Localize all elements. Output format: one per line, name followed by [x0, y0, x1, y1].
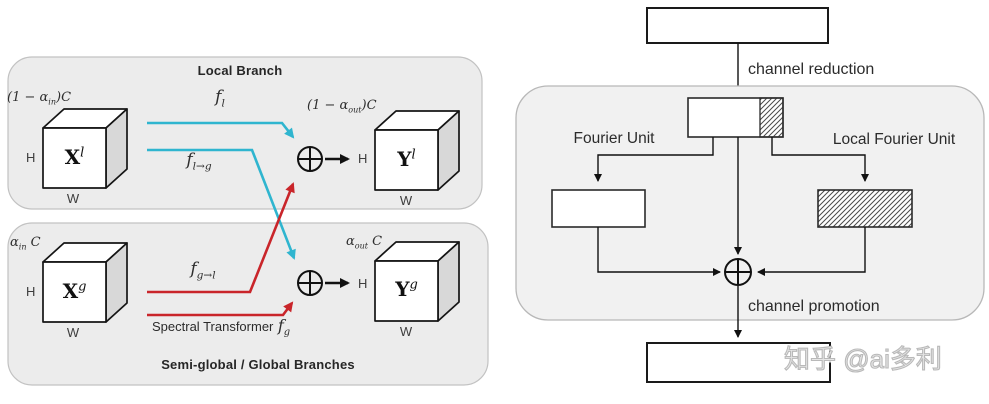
sum-operator-spectral	[724, 258, 752, 286]
local-input-channels-label: (1 − αin)C	[7, 90, 72, 107]
flow-fl-label: fl	[215, 87, 225, 110]
xg-height-label: H	[26, 284, 36, 299]
local-branch-title: Local Branch	[197, 63, 283, 78]
global-input-channels-label: αin C	[10, 235, 41, 252]
global-branch-panel	[7, 222, 489, 386]
local-output-channels-label: (1 − αout)C	[307, 98, 377, 115]
yl-height-label: H	[358, 151, 368, 166]
global-output-channels-label: αout C	[346, 234, 383, 251]
local-fourier-unit-arrow	[771, 137, 869, 182]
flow-global-to-local-line	[147, 182, 295, 294]
flow-local-to-local-line	[147, 121, 295, 139]
watermark: 知乎 @ai多利	[783, 344, 942, 374]
local-fourier-unit-box	[817, 189, 913, 228]
yg-tensor-label: Yg	[395, 277, 418, 301]
reduced-feature-local-part	[759, 97, 784, 138]
channel-reduction-label: channel reduction	[748, 61, 875, 78]
spectral-transformer-label: Spectral Transformer fg	[152, 316, 291, 339]
flow-global-to-global-line	[147, 301, 294, 317]
local-fourier-unit-label: Local Fourier Unit	[832, 131, 956, 148]
input-feature-box	[646, 7, 829, 44]
fourier-unit-box	[551, 189, 646, 228]
flow-fg-label: fg	[277, 316, 291, 339]
sum-operator-global	[297, 270, 323, 296]
xl-width-label: W	[66, 191, 80, 206]
fourier-unit-output-arrow	[597, 227, 721, 276]
yl-width-label: W	[399, 193, 413, 208]
xg-width-label: W	[66, 325, 80, 340]
flow-fl-to-g-label: fl→g	[186, 150, 212, 173]
yg-width-label: W	[399, 324, 413, 339]
xg-tensor-label: Xg	[62, 279, 87, 303]
fourier-unit-arrow	[594, 137, 714, 182]
local-branch-panel	[7, 56, 483, 210]
local-fourier-unit-output-arrow	[757, 227, 866, 276]
global-branch-title: Semi-global / Global Branches	[161, 357, 355, 372]
channel-promotion-label: channel promotion	[748, 298, 880, 315]
flow-fg-to-l-label: fg→l	[190, 259, 216, 282]
xl-height-label: H	[26, 150, 36, 165]
output-feature-box	[646, 342, 831, 383]
yl-tensor-label: Yl	[397, 147, 416, 171]
fourier-unit-label: Fourier Unit	[573, 130, 655, 147]
spectral-transformer-panel	[515, 85, 985, 321]
flow-local-to-global-line	[147, 148, 296, 260]
sum-operator-local	[297, 146, 323, 172]
yg-height-label: H	[358, 276, 368, 291]
xl-tensor-label: Xl	[64, 145, 85, 169]
